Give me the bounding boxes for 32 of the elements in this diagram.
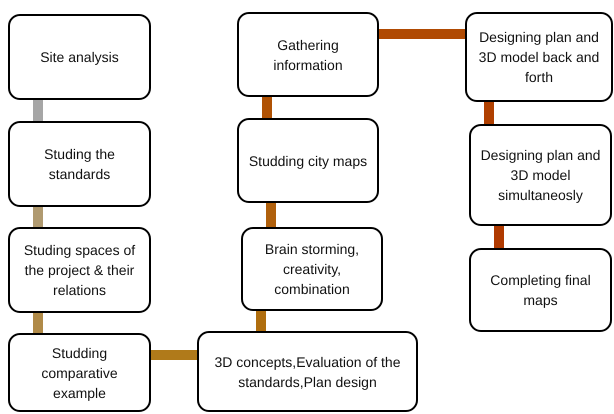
process-box	[237, 12, 379, 97]
connector-line	[379, 29, 465, 39]
process-box	[8, 333, 151, 412]
connector-line	[266, 203, 276, 227]
connector-line	[484, 102, 494, 124]
process-box	[469, 248, 612, 332]
box-label: 3D concepts,Evaluation of the standards,Plan design	[213, 352, 402, 392]
process-box	[241, 227, 383, 311]
connector-line	[256, 311, 266, 331]
process-box	[8, 121, 151, 207]
box-label: Designing plan and 3D model back and forth	[478, 28, 600, 87]
connector-line	[33, 100, 43, 121]
box-label: Studding city maps	[248, 152, 368, 170]
box-label: Site analysis	[40, 48, 119, 67]
box-label: Brain storming, creativity, combination	[264, 240, 360, 299]
box-label: Studding comparative example	[40, 344, 119, 402]
connector-line	[33, 207, 43, 227]
process-box	[465, 12, 613, 102]
connector-line	[151, 350, 197, 360]
box-label: Designing plan and 3D model simultaneosly	[480, 146, 602, 205]
process-box	[237, 118, 379, 203]
box-label: Studing the standards	[43, 145, 116, 184]
box-label: Gathering information	[272, 36, 344, 74]
process-box	[8, 14, 151, 100]
connector-line	[33, 313, 43, 333]
box-label: Studing spaces of the project & their relations	[22, 241, 136, 300]
process-box	[8, 227, 151, 313]
box-label: Completing final maps	[489, 271, 592, 310]
connector-line	[494, 226, 504, 248]
connector-line	[262, 97, 272, 118]
process-box	[197, 331, 418, 412]
process-box	[469, 124, 612, 226]
